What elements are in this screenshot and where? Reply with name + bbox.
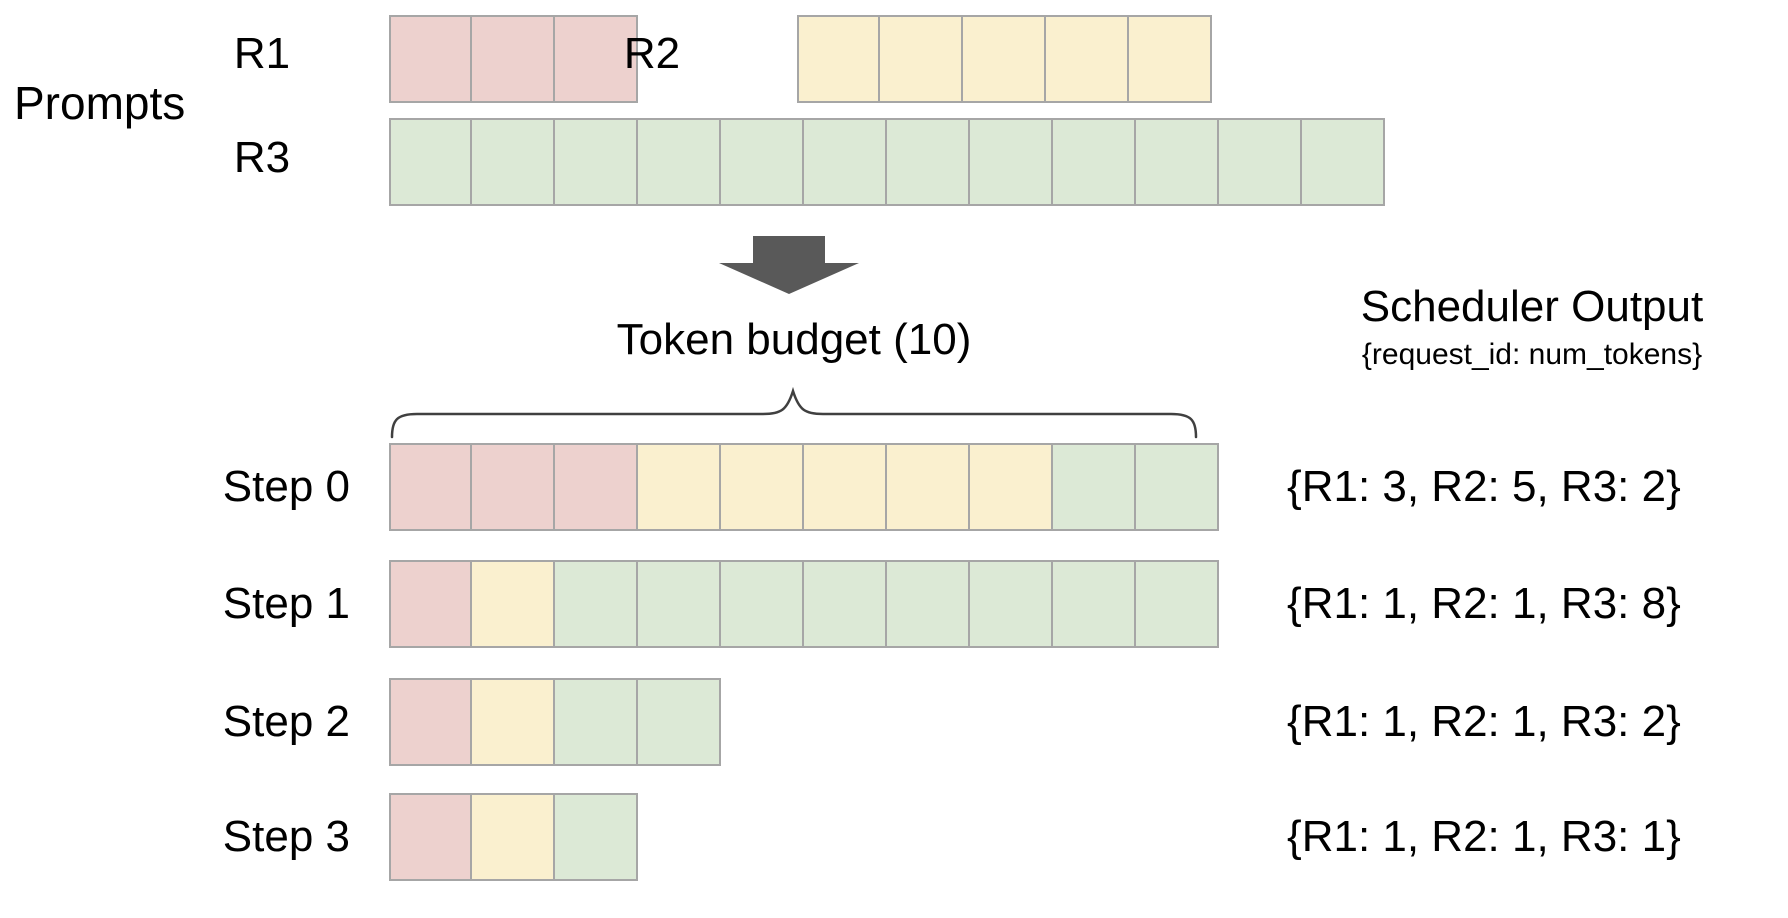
- prompt-row-r1: [389, 15, 638, 103]
- token-cell-r2: [970, 443, 1053, 531]
- request-r1-label: R1: [233, 29, 291, 78]
- curly-brace-icon: [390, 386, 1198, 439]
- token-cell-r2: [963, 15, 1046, 103]
- token-cell-r3: [1219, 118, 1302, 206]
- token-cell-r3: [1053, 560, 1136, 648]
- token-cell-r3: [721, 118, 804, 206]
- scheduler-output-subtitle: {request_id: num_tokens}: [1361, 338, 1703, 371]
- token-cell-r2: [1046, 15, 1129, 103]
- prompt-row-r2: [797, 15, 1212, 103]
- step-1-output: {R1: 1, R2: 1, R3: 8}: [1287, 579, 1681, 628]
- token-cell-r1: [389, 15, 472, 103]
- token-cell-r1: [389, 678, 472, 766]
- step-1-row: [389, 560, 1219, 648]
- step-2-row: [389, 678, 721, 766]
- prompt-row-r3: [389, 118, 1385, 206]
- token-cell-r2: [880, 15, 963, 103]
- token-cell-r3: [638, 560, 721, 648]
- token-cell-r2: [472, 678, 555, 766]
- down-arrow-icon: [719, 236, 859, 294]
- step-1-label: Step 1: [222, 579, 350, 628]
- scheduler-output-title: Scheduler Output: [1360, 282, 1704, 331]
- token-cell-r1: [472, 15, 555, 103]
- token-cell-r3: [555, 678, 638, 766]
- step-3-output: {R1: 1, R2: 1, R3: 1}: [1287, 812, 1681, 861]
- token-cell-r3: [555, 118, 638, 206]
- step-0-output: {R1: 3, R2: 5, R3: 2}: [1287, 462, 1681, 511]
- token-cell-r2: [1129, 15, 1212, 103]
- token-cell-r3: [887, 118, 970, 206]
- token-cell-r1: [472, 443, 555, 531]
- token-cell-r3: [804, 560, 887, 648]
- step-0-row: [389, 443, 1219, 531]
- token-cell-r2: [721, 443, 804, 531]
- token-cell-r3: [389, 118, 472, 206]
- token-cell-r2: [887, 443, 970, 531]
- token-cell-r3: [721, 560, 804, 648]
- token-cell-r3: [887, 560, 970, 648]
- token-cell-r1: [555, 443, 638, 531]
- token-cell-r3: [1053, 443, 1136, 531]
- token-cell-r1: [389, 560, 472, 648]
- token-cell-r2: [638, 443, 721, 531]
- token-cell-r2: [797, 15, 880, 103]
- token-cell-r1: [389, 443, 472, 531]
- token-cell-r3: [970, 118, 1053, 206]
- token-budget-label: Token budget (10): [616, 315, 972, 364]
- token-cell-r3: [970, 560, 1053, 648]
- token-cell-r3: [638, 118, 721, 206]
- token-cell-r3: [1136, 118, 1219, 206]
- token-cell-r3: [555, 560, 638, 648]
- token-cell-r1: [389, 793, 472, 881]
- token-cell-r3: [1136, 560, 1219, 648]
- step-3-row: [389, 793, 638, 881]
- token-cell-r3: [1302, 118, 1385, 206]
- token-cell-r2: [804, 443, 887, 531]
- step-3-label: Step 3: [222, 812, 350, 861]
- step-2-output: {R1: 1, R2: 1, R3: 2}: [1287, 697, 1681, 746]
- request-r2-label: R2: [623, 29, 681, 78]
- token-cell-r3: [472, 118, 555, 206]
- request-r3-label: R3: [233, 133, 291, 182]
- step-2-label: Step 2: [222, 697, 350, 746]
- token-cell-r1: [555, 15, 638, 103]
- token-cell-r3: [638, 678, 721, 766]
- step-0-label: Step 0: [222, 462, 350, 511]
- token-cell-r3: [804, 118, 887, 206]
- token-cell-r2: [472, 793, 555, 881]
- token-cell-r2: [472, 560, 555, 648]
- token-cell-r3: [1136, 443, 1219, 531]
- prompts-label: Prompts: [14, 77, 186, 129]
- token-cell-r3: [555, 793, 638, 881]
- token-cell-r3: [1053, 118, 1136, 206]
